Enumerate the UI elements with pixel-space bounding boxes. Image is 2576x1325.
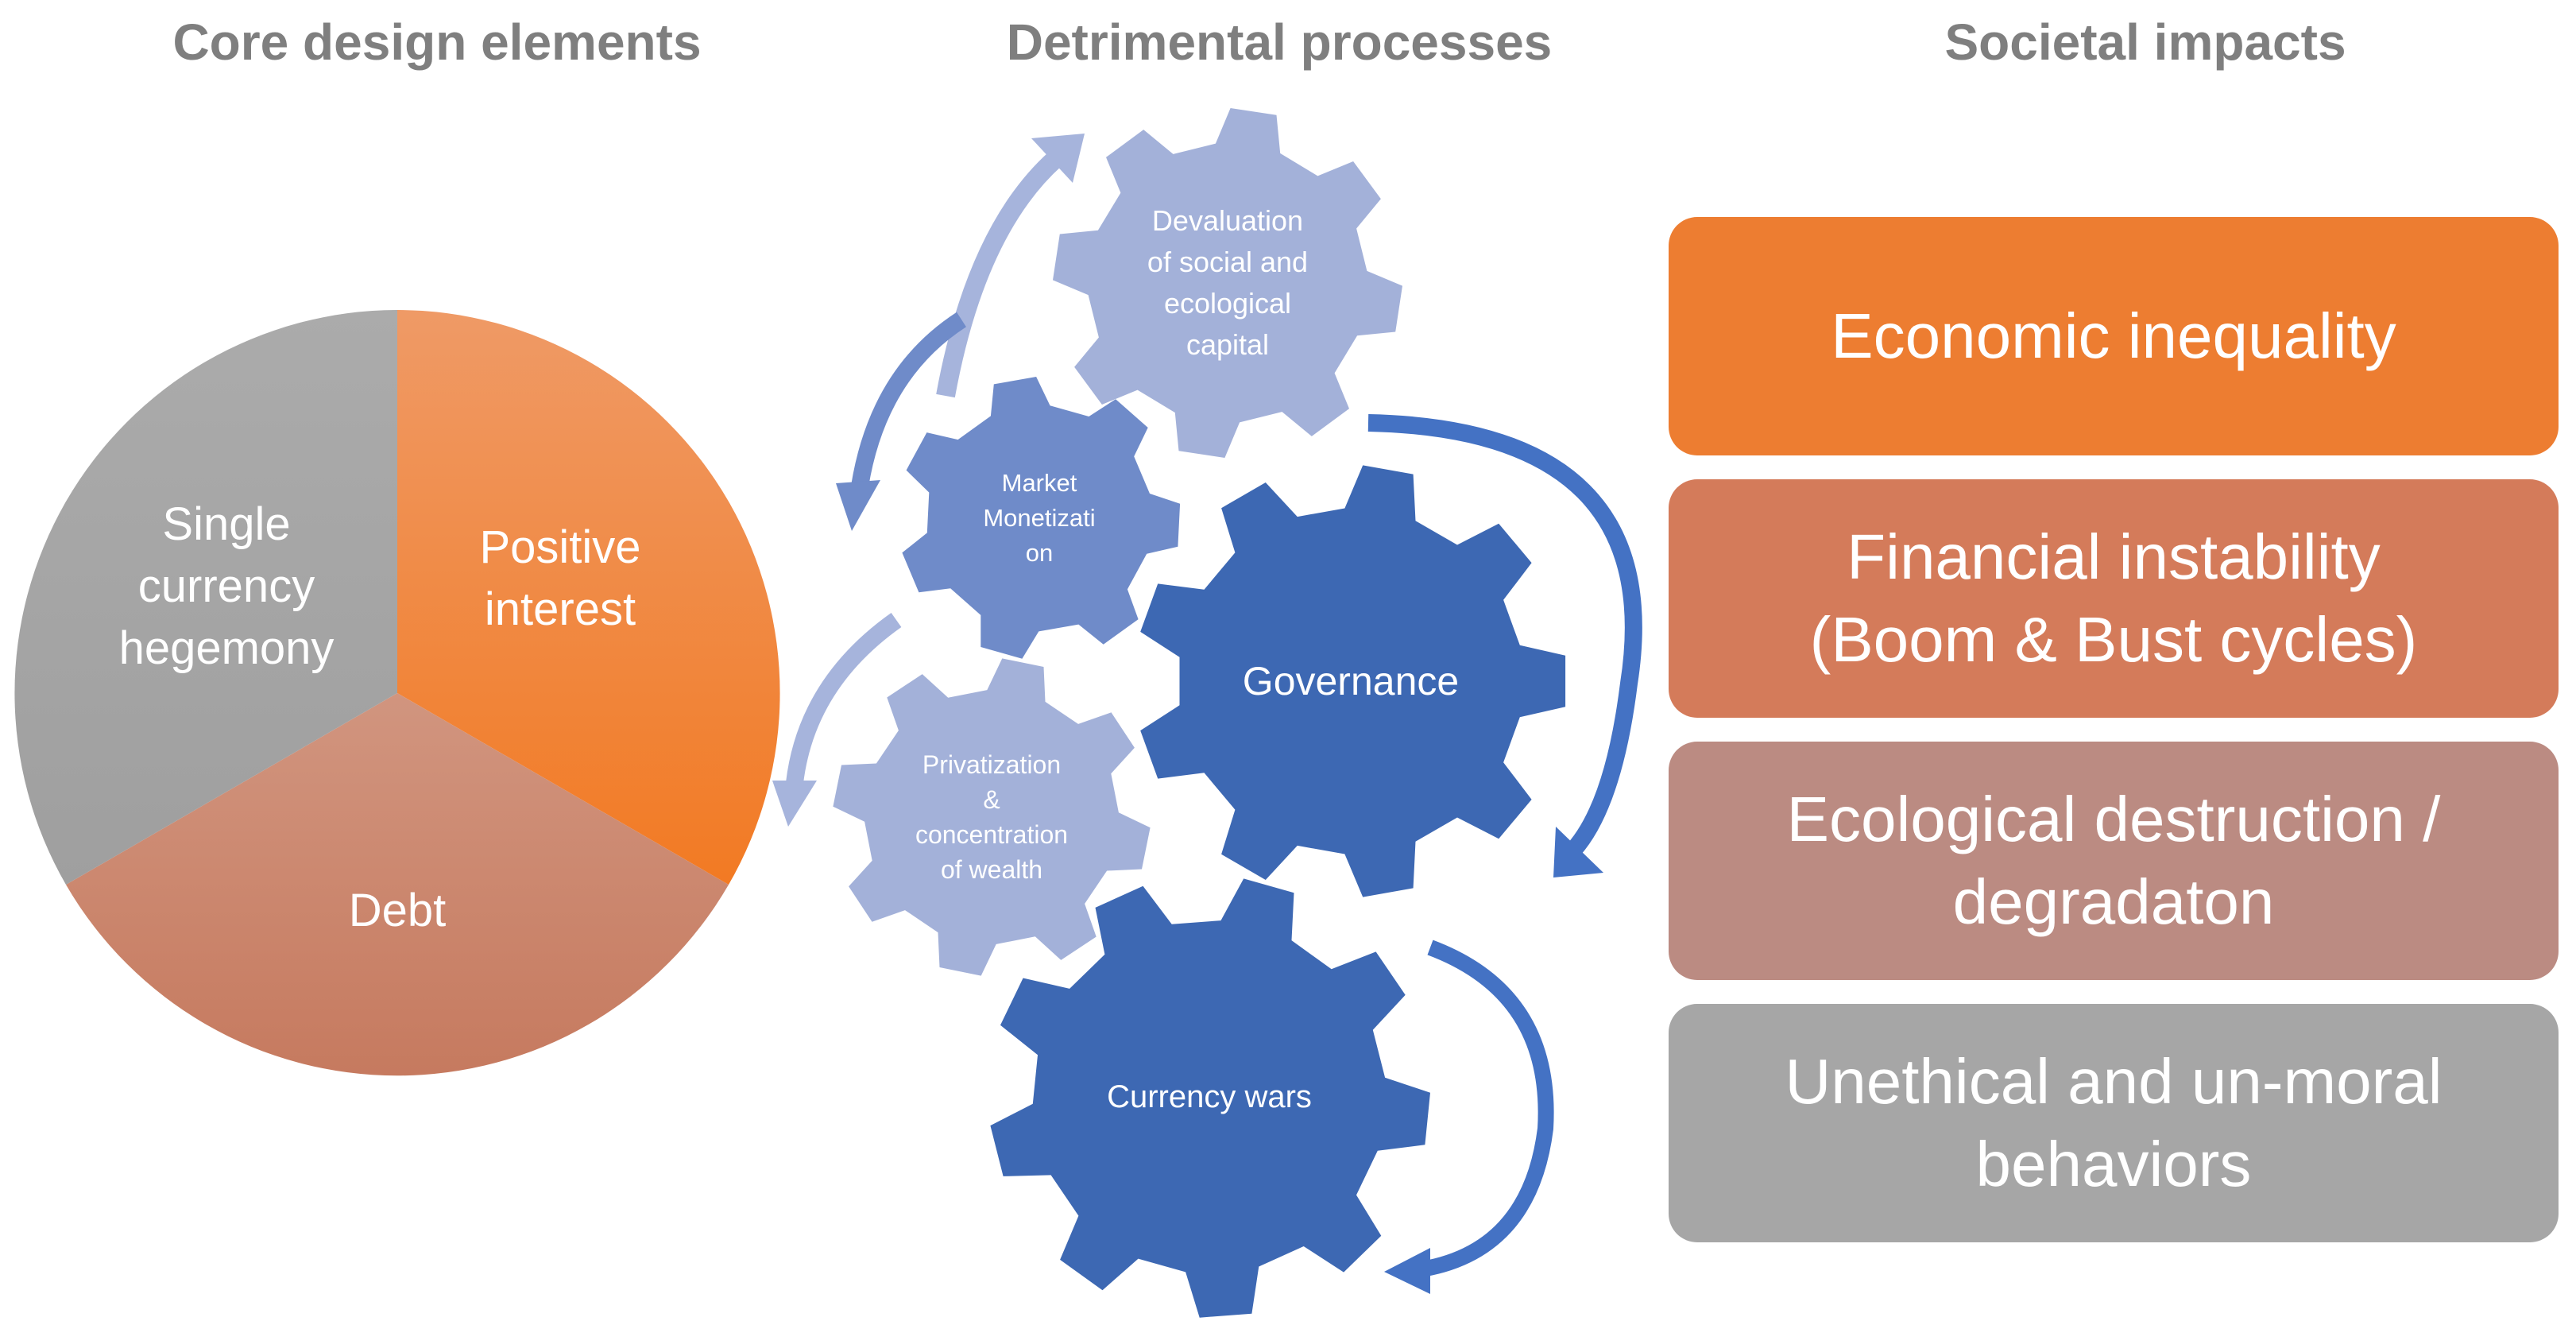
arrow-to-privatization: [786, 613, 902, 785]
gear-currency-wars: [990, 878, 1430, 1318]
pie-label-single-currency: Single currency hegemony: [118, 498, 335, 674]
arrow-governance-loop: [1367, 414, 1642, 861]
core-elements-pie: [14, 310, 780, 1076]
pie-label-positive-interest: Positive interest: [479, 521, 641, 635]
gear-market-monetization: [902, 377, 1181, 659]
impact-financial-instability: Financial instability (Boom & Bust cycle…: [1669, 479, 2559, 718]
process-gears: [833, 108, 1566, 1318]
pie-segment-single-currency: [14, 310, 398, 885]
gear-label-governance: Governance: [1242, 659, 1460, 703]
gear-label-devaluation: Devaluation of social and ecological cap…: [1147, 204, 1309, 361]
title-detrimental-processes: Detrimental processes: [1006, 14, 1553, 71]
gear-label-market-monetization: Market Monetizati on: [983, 469, 1096, 567]
pie-segment-debt: [66, 693, 729, 1076]
impact-ecological-destruction: Ecological destruction / degradaton: [1669, 742, 2559, 980]
arrow-currency-wars-loop: [1414, 940, 1554, 1278]
arrow-to-market-head: [836, 480, 880, 531]
title-societal-impacts: Societal impacts: [1944, 14, 2346, 71]
arrow-governance-loop-head: [1553, 827, 1603, 878]
arrow-to-privatization-head: [772, 781, 817, 827]
arrow-to-devaluation: [936, 152, 1062, 398]
gear-governance: [1140, 465, 1566, 897]
impact-unethical-behaviors: Unethical and un-moral behaviors: [1669, 1004, 2559, 1242]
arrow-to-devaluation-head: [1031, 134, 1085, 183]
arrow-currency-wars-loop-head: [1384, 1248, 1430, 1294]
gear-privatization: [833, 658, 1151, 976]
impact-economic-inequality: Economic inequality: [1669, 217, 2559, 455]
pie-segment-positive-interest: [397, 310, 780, 885]
gear-devaluation: [1053, 108, 1402, 458]
title-core-design-elements: Core design elements: [172, 14, 702, 71]
gear-label-currency-wars: Currency wars: [1107, 1079, 1312, 1114]
gear-label-privatization: Privatization & concentration of wealth: [915, 750, 1069, 884]
pie-label-debt: Debt: [348, 885, 447, 936]
cycle-arrows: [772, 134, 1642, 1294]
arrow-to-market: [851, 312, 967, 488]
